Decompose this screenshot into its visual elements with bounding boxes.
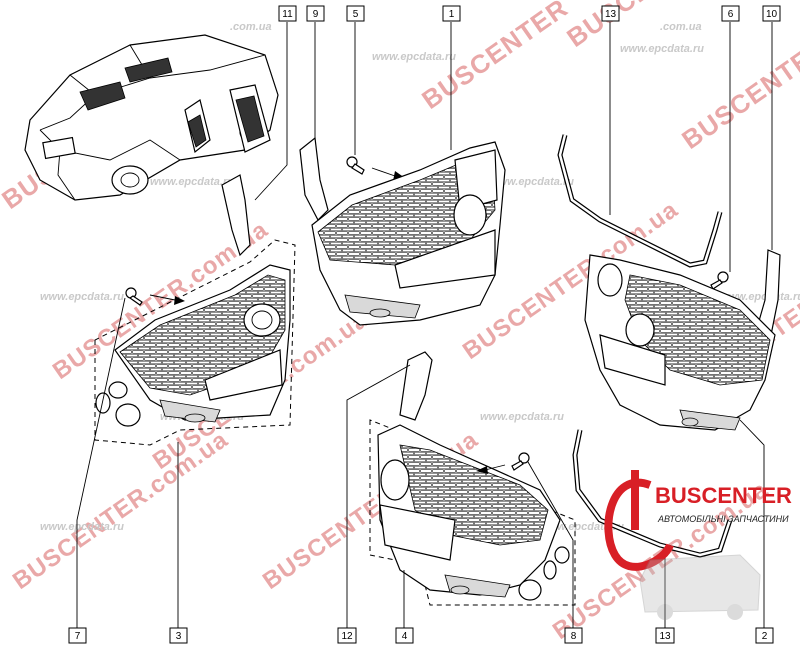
callout-3-label: 3 (176, 631, 182, 642)
part-13-seal-top (557, 134, 723, 268)
callout-13-bottom-label: 13 (659, 631, 671, 642)
watermark-epcdata-1: www.epcdata.ru (372, 51, 456, 63)
part-3-door-panel-rear-left (94, 239, 296, 446)
callout-2: 2 (755, 627, 774, 644)
callout-4: 4 (395, 627, 414, 644)
callout-3: 3 (169, 627, 188, 644)
part-7-screw-left (125, 287, 185, 306)
logo-tagline: АВТОМОБІЛЬНІ ЗАПЧАСТИНИ (657, 514, 789, 524)
callout-10-label: 10 (766, 9, 778, 20)
callout-8-label: 8 (571, 631, 577, 642)
callout-7-label: 7 (75, 631, 81, 642)
callout-12-label: 12 (341, 631, 353, 642)
watermark-epcdata-4: www.epcdata.ru (490, 176, 574, 188)
car-overview-illustration (24, 34, 279, 201)
part-2-door-panel-rear-right (584, 254, 776, 431)
callout-5: 5 (346, 5, 365, 22)
watermark-epcdata-5: www.epcdata.ru (40, 291, 124, 303)
callout-6: 6 (721, 5, 740, 22)
callout-6-label: 6 (728, 9, 734, 20)
buscenter-logo: BUSCENTER АВТОМОБІЛЬНІ ЗАПЧАСТИНИ (604, 470, 792, 620)
part-13-seal-bottom (572, 429, 733, 558)
watermark-com-ua-1: .com.ua (230, 21, 272, 33)
callout-1: 1 (442, 5, 461, 22)
part-5-screw (346, 156, 405, 181)
callout-7: 7 (68, 627, 87, 644)
callout-11: 11 (278, 5, 297, 22)
part-11-strip-left (221, 174, 251, 257)
watermark-epcdata-8: www.epcdata.ru (480, 411, 564, 423)
watermark-epcdata-2: www.epcdata.ru (620, 43, 704, 55)
logo-van-icon (639, 554, 761, 620)
callout-9: 9 (306, 5, 325, 22)
part-8-screw (476, 452, 530, 474)
part-4-door-panel-front-right (369, 419, 576, 606)
logo-swoosh-icon (604, 478, 674, 571)
logo-name: BUSCENTER (655, 483, 792, 508)
part-12-strip (399, 351, 433, 421)
part-1-door-panel-front-left (311, 141, 506, 326)
callout-2-label: 2 (762, 631, 768, 642)
callout-13-top-label: 13 (605, 9, 617, 20)
callout-4-label: 4 (402, 631, 408, 642)
callout-9-label: 9 (313, 9, 319, 20)
watermark-epcdata-9: www.epcdata.ru (40, 521, 124, 533)
watermark-epcdata-3: www.epcdata.ru (150, 176, 234, 188)
watermark-com-ua-2: .com.ua (660, 21, 702, 33)
part-9-strip (299, 136, 329, 222)
callout-11-label: 11 (282, 9, 293, 20)
callout-12: 12 (337, 627, 357, 644)
callout-8: 8 (564, 627, 583, 644)
callout-1-label: 1 (449, 9, 455, 20)
callout-13-bottom: 13 (655, 627, 675, 644)
leader-lines (76, 22, 773, 630)
callout-10: 10 (762, 5, 781, 22)
callout-13-top: 13 (601, 5, 620, 22)
callout-5-label: 5 (353, 9, 359, 20)
watermark-buscenter-com-ua-5: BUSCENTER.com.ua (8, 426, 233, 595)
